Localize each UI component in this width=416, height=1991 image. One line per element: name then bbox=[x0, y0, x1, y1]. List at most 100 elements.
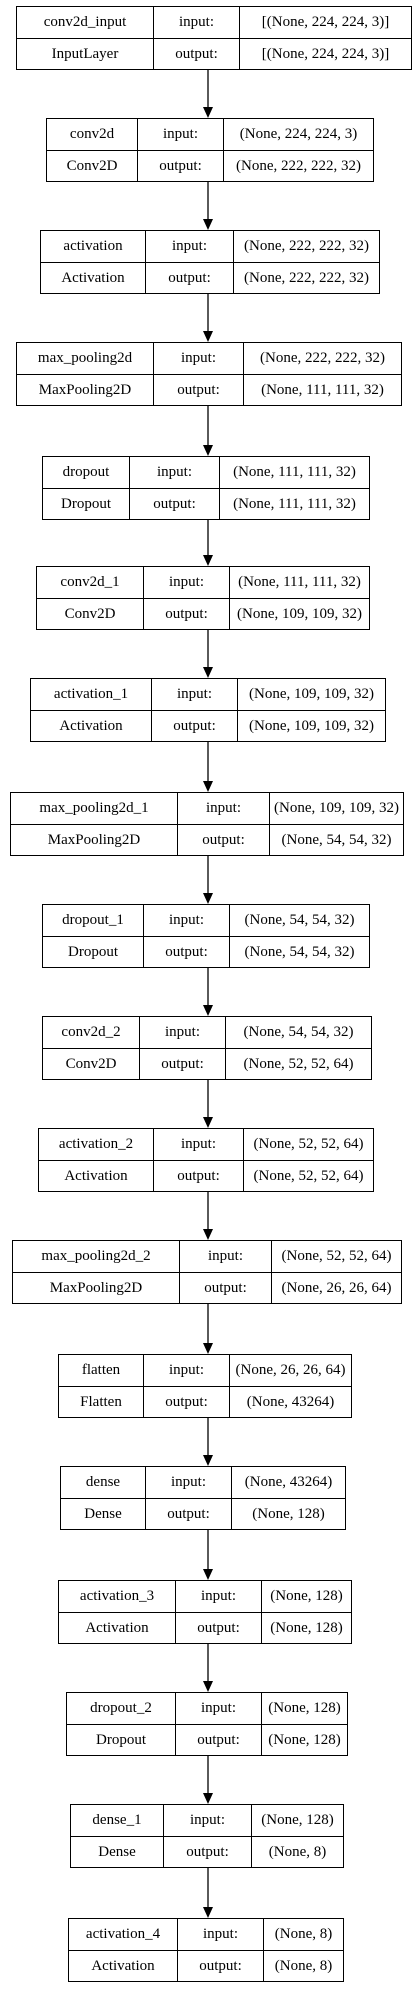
output-label: output: bbox=[145, 263, 233, 293]
layer-type: InputLayer bbox=[51, 45, 119, 62]
input-shape: (None, 8) bbox=[263, 1919, 343, 1950]
output-shape: (None, 128) bbox=[261, 1725, 347, 1755]
input-shape: (None, 52, 52, 64) bbox=[271, 1241, 401, 1272]
layer-type: Activation bbox=[85, 1619, 149, 1636]
arrowhead-icon bbox=[203, 1793, 213, 1804]
layer-type: Activation bbox=[64, 1167, 128, 1184]
arrowhead-icon bbox=[203, 1569, 213, 1580]
layer-name: activation_3 bbox=[79, 1588, 155, 1604]
output-label: output: bbox=[139, 1049, 225, 1079]
output-shape: (None, 54, 54, 32) bbox=[269, 825, 403, 855]
arrowhead-icon bbox=[203, 1343, 213, 1354]
layer-name: conv2d_input bbox=[43, 14, 127, 30]
layer-type: Conv2D bbox=[65, 1055, 117, 1072]
output-label: output: bbox=[143, 1387, 229, 1417]
layer-type: Dropout bbox=[61, 495, 111, 512]
layer-row: conv2d_input input:[(None, 224, 224, 3)] bbox=[17, 7, 411, 38]
layer-name: activation_2 bbox=[58, 1136, 134, 1152]
output-label: output: bbox=[151, 711, 237, 741]
input-label: input: bbox=[175, 1693, 261, 1724]
layer-row: Activation output:(None, 109, 109, 32) bbox=[31, 710, 385, 741]
input-shape: (None, 128) bbox=[251, 1805, 343, 1836]
output-shape: (None, 54, 54, 32) bbox=[229, 937, 369, 967]
input-shape: (None, 224, 224, 3) bbox=[223, 119, 373, 150]
input-label: input: bbox=[145, 1467, 231, 1498]
input-shape: (None, 52, 52, 64) bbox=[243, 1129, 373, 1160]
input-shape: (None, 109, 109, 32) bbox=[269, 793, 403, 824]
layer-name: activation_1 bbox=[53, 686, 129, 702]
output-label: output: bbox=[175, 1725, 261, 1755]
layer-name: conv2d_1 bbox=[60, 574, 120, 590]
output-shape: [(None, 224, 224, 3)] bbox=[239, 39, 411, 69]
output-label: output: bbox=[179, 1273, 271, 1303]
output-label: output: bbox=[175, 1613, 261, 1643]
arrowhead-icon bbox=[203, 667, 213, 678]
layer-name: flatten bbox=[81, 1362, 121, 1378]
layer-name: dropout_1 bbox=[62, 912, 124, 928]
output-shape: (None, 43264) bbox=[229, 1387, 351, 1417]
output-shape: (None, 109, 109, 32) bbox=[229, 599, 369, 629]
output-label: output: bbox=[153, 375, 243, 405]
layer-name: max_pooling2d_1 bbox=[39, 800, 149, 816]
layer-type: Activation bbox=[59, 717, 123, 734]
output-shape: (None, 8) bbox=[251, 1837, 343, 1867]
layer-name: activation_4 bbox=[85, 1926, 161, 1942]
input-label: input: bbox=[163, 1805, 251, 1836]
input-label: input: bbox=[179, 1241, 271, 1272]
input-label: input: bbox=[143, 1355, 229, 1386]
input-shape: (None, 222, 222, 32) bbox=[233, 231, 379, 262]
layer-type: MaxPooling2D bbox=[49, 1279, 143, 1296]
output-shape: (None, 222, 222, 32) bbox=[233, 263, 379, 293]
input-shape: (None, 54, 54, 32) bbox=[229, 905, 369, 936]
input-label: input: bbox=[153, 343, 243, 374]
output-shape: (None, 111, 111, 32) bbox=[243, 375, 401, 405]
output-shape: (None, 128) bbox=[231, 1499, 345, 1529]
layer-name: activation bbox=[63, 238, 123, 254]
layer-type: MaxPooling2D bbox=[47, 831, 141, 848]
layer-name: max_pooling2d bbox=[37, 350, 133, 366]
input-label: input: bbox=[175, 1581, 261, 1612]
input-shape: (None, 54, 54, 32) bbox=[225, 1017, 371, 1048]
input-shape: [(None, 224, 224, 3)] bbox=[239, 7, 411, 38]
input-shape: (None, 109, 109, 32) bbox=[237, 679, 385, 710]
arrowhead-icon bbox=[203, 331, 213, 342]
input-label: input: bbox=[153, 7, 239, 38]
output-label: output: bbox=[153, 39, 239, 69]
arrowhead-icon bbox=[203, 893, 213, 904]
layer-name: dense bbox=[85, 1474, 121, 1490]
layer-row: InputLayer output:[(None, 224, 224, 3)] bbox=[17, 38, 411, 69]
output-shape: (None, 109, 109, 32) bbox=[237, 711, 385, 741]
layer-type: Conv2D bbox=[66, 157, 118, 174]
output-label: output: bbox=[163, 1837, 251, 1867]
